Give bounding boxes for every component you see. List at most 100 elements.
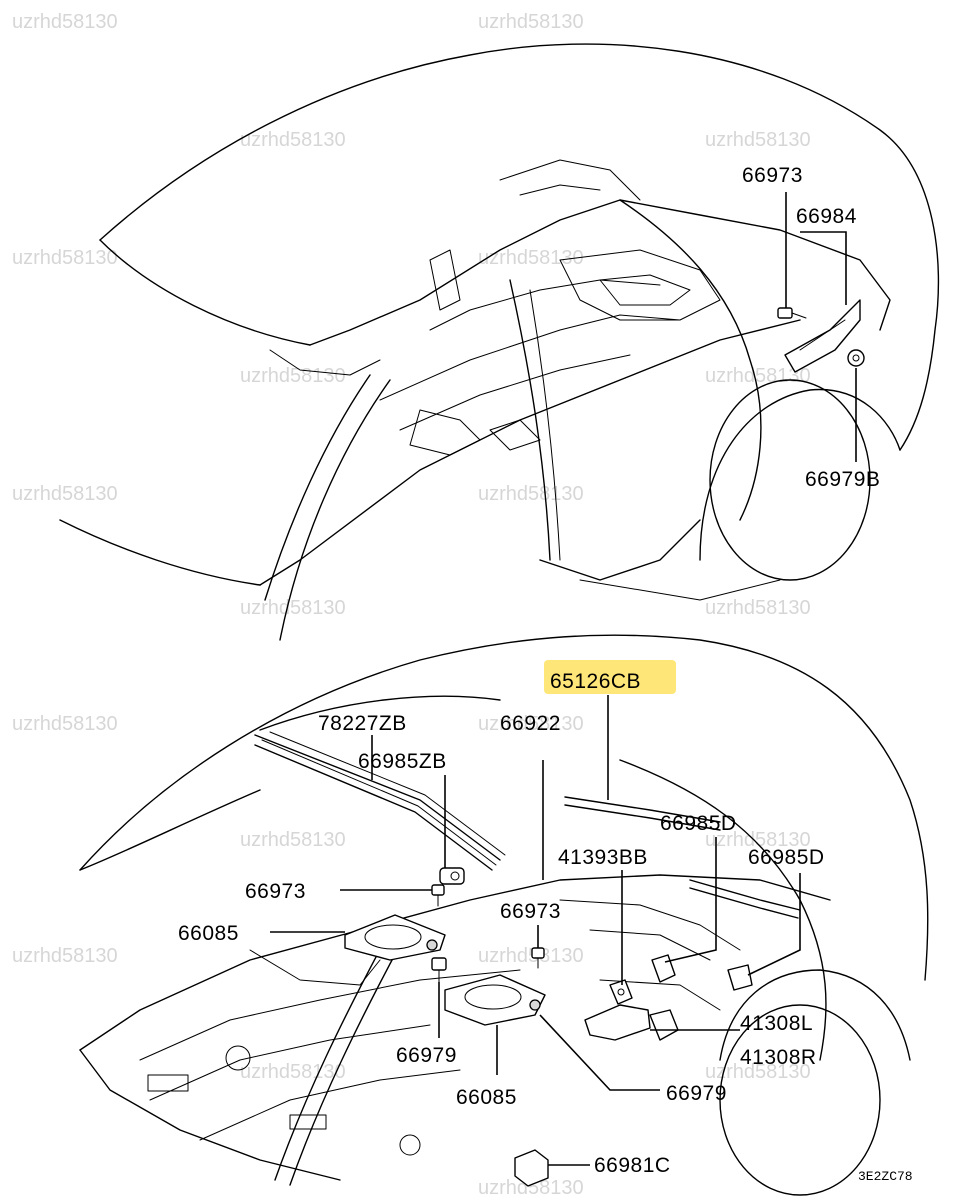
watermark-text: uzrhd58130 [12, 713, 118, 735]
watermark-text: uzrhd58130 [12, 483, 118, 505]
top-pillar-line-2 [264, 374, 371, 601]
rear-rail-65126CB [564, 796, 721, 823]
label-41308L: 41308L [740, 1012, 813, 1035]
top-rear-quarter [619, 199, 762, 521]
side-rail-66985D-2 [689, 887, 799, 919]
label-78227ZB: 78227ZB [318, 712, 407, 735]
part-66985D-clip-b [727, 964, 753, 991]
part-41393BB-bracket [609, 979, 633, 1005]
label-66985ZB: 66985ZB [358, 750, 447, 773]
watermark-text: uzrhd58130 [240, 129, 346, 151]
bottom-floor-front [79, 1049, 341, 1181]
bottom-car-illustration [79, 634, 929, 1196]
top-panel-c [429, 279, 661, 331]
bottom-a-pillar-2 [274, 939, 386, 1181]
bottom-body-outline [79, 634, 929, 981]
top-panel-g [599, 274, 691, 306]
diagram-code: 3E2ZC78 [858, 1169, 913, 1184]
watermark-text: uzrhd58130 [478, 11, 584, 33]
label-66981C: 66981C [594, 1154, 671, 1177]
watermark-text: uzrhd58130 [478, 945, 584, 967]
top-body-outline [99, 43, 940, 451]
bottom-floor-panel-a [139, 969, 521, 1061]
watermark-text: uzrhd58130 [240, 1061, 346, 1083]
bottom-floor-slot-a [147, 1074, 189, 1092]
top-b-pillar [509, 279, 551, 561]
top-lower-body [579, 579, 781, 601]
label-66973-top: 66973 [742, 164, 803, 187]
watermark-text: uzrhd58130 [240, 829, 346, 851]
watermark-text: uzrhd58130 [478, 247, 584, 269]
top-b-pillar-2 [529, 289, 561, 561]
watermark-text: uzrhd58130 [478, 483, 584, 505]
watermark-text: uzrhd58130 [705, 365, 811, 387]
watermark-text: uzrhd58130 [12, 945, 118, 967]
label-41308R: 41308R [740, 1046, 817, 1069]
top-panel-b [399, 354, 631, 431]
part-66981C-cap [514, 1149, 549, 1187]
watermark-text: uzrhd58130 [12, 247, 118, 269]
bottom-floor-panel-b [149, 1024, 431, 1101]
top-panel-i [409, 409, 481, 456]
label-41393BB: 41393BB [558, 846, 648, 869]
label-66973-mid: 66973 [500, 900, 561, 923]
bottom-floor-panel-g [599, 979, 721, 1011]
label-66085-bottom: 66085 [456, 1086, 517, 1109]
label-66085-left: 66085 [178, 922, 239, 945]
bottom-floor-hole-a [225, 1045, 251, 1071]
bottom-floor-left-edge [79, 874, 831, 1051]
watermark-text: uzrhd58130 [705, 829, 811, 851]
bottom-floor-panel-c [199, 1069, 461, 1141]
bottom-rear-quarter [619, 759, 827, 1061]
top-part-66979B-nut [847, 349, 865, 367]
label-66979B: 66979B [805, 468, 880, 491]
part-66973-bolt-a [431, 884, 445, 907]
bottom-floor-panel-f [589, 929, 711, 961]
part-66085-right [444, 974, 546, 1026]
top-hood-line [59, 519, 261, 586]
bottom-floor-hole-b [399, 1134, 421, 1156]
top-front-edge [99, 239, 311, 346]
label-66979-right: 66979 [666, 1082, 727, 1105]
watermark-text: uzrhd58130 [478, 1177, 584, 1199]
top-part-66973-bolt [777, 307, 807, 319]
label-66985D-b: 66985D [748, 846, 825, 869]
side-rail-66985D [689, 879, 801, 911]
bottom-a-pillar [289, 944, 401, 1186]
watermark-text: uzrhd58130 [705, 1061, 811, 1083]
watermark-text: uzrhd58130 [240, 365, 346, 387]
part-number-highlight [544, 660, 676, 694]
label-66984: 66984 [796, 205, 857, 228]
label-66973-left: 66973 [245, 880, 306, 903]
part-66985ZB-clip [439, 867, 465, 885]
watermark-text: uzrhd58130 [478, 713, 584, 735]
watermark-layer: uzrhd58130 uzrhd58130 uzrhd58130 uzrhd58… [12, 11, 811, 1199]
top-floor-edge [259, 319, 801, 586]
watermark-text: uzrhd58130 [12, 11, 118, 33]
part-66985D-clip-a [651, 954, 676, 983]
watermark-text: uzrhd58130 [705, 129, 811, 151]
part-66979-bolt-a [431, 957, 447, 983]
rear-rail-65126CB-2 [564, 804, 721, 831]
roof-rail-78227ZB-outer [254, 734, 501, 861]
label-65126CB: 65126CB [550, 670, 641, 693]
roof-rail-78227ZB-rib [269, 731, 506, 856]
top-panel-h [269, 349, 381, 376]
part-41308-hinge [584, 1004, 679, 1041]
top-car-illustration [59, 43, 940, 641]
top-sill [539, 519, 701, 581]
bottom-rear-wheel [719, 1004, 881, 1196]
label-66979-left: 66979 [396, 1044, 457, 1067]
bottom-roof-edge [259, 695, 501, 731]
top-panel-a [379, 314, 681, 401]
top-rear-wheel [709, 379, 871, 581]
top-panel-f [559, 249, 721, 321]
leader-66985D-a [664, 837, 717, 963]
bottom-wheel-arch [719, 969, 911, 1061]
watermark-text: uzrhd58130 [705, 597, 811, 619]
top-wheel-arch [699, 388, 901, 561]
watermark-text: uzrhd58130 [240, 597, 346, 619]
bottom-floor-panel-d [249, 949, 381, 986]
roof-rail-78227ZB-mid [261, 739, 497, 866]
